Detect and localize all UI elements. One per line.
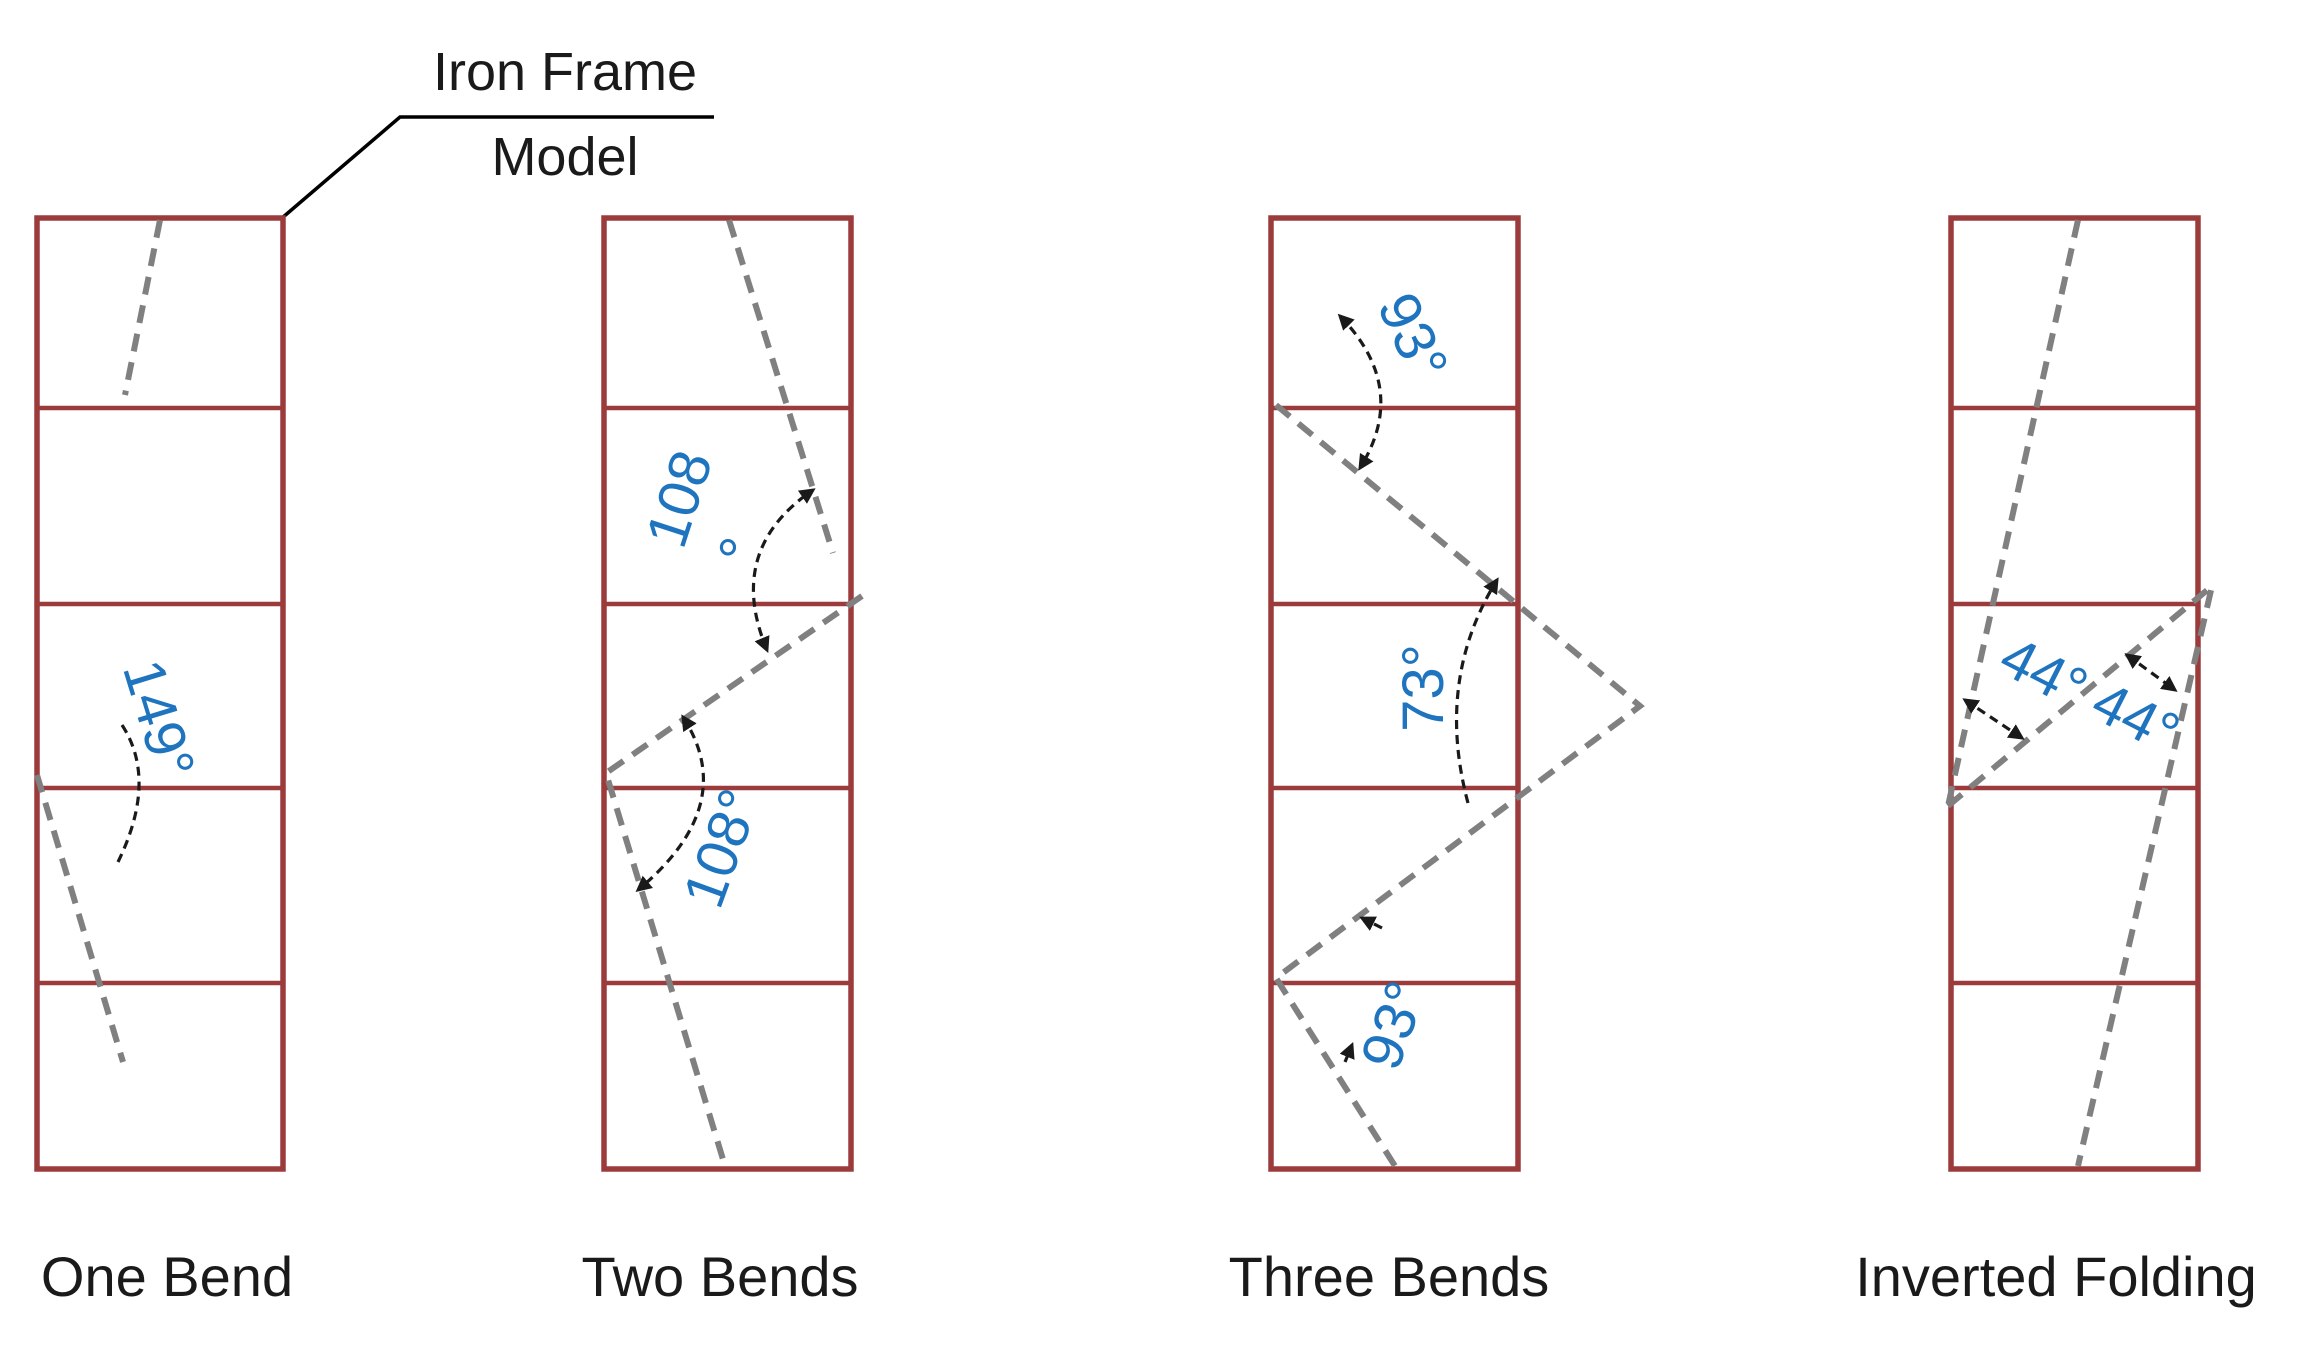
angle-label: 108 <box>634 443 726 555</box>
angle-label: 93° <box>1348 973 1439 1078</box>
panel-three-bends: 93° 73° 93° Three Bends <box>1229 215 1645 1308</box>
fold-line <box>1946 577 2217 1167</box>
fold-line <box>726 219 836 554</box>
angle-arc <box>1337 313 1383 471</box>
angle-arc <box>635 714 705 893</box>
angle-label: 93° <box>1365 283 1461 390</box>
angle-label: 108° <box>671 781 773 916</box>
fold-line <box>34 774 126 1063</box>
angle-label: 149° <box>110 652 207 786</box>
angle-label: ° <box>716 528 739 593</box>
angle-label: 73° <box>1391 644 1456 732</box>
panel-one-bend: 149° One Bend <box>34 215 293 1308</box>
iron-frame <box>1268 215 1521 1172</box>
angle-arc <box>116 724 141 863</box>
iron-frame <box>34 215 286 1172</box>
angle-arc <box>751 488 816 653</box>
fold-line <box>1271 402 1645 1168</box>
angle-arc <box>1455 577 1499 804</box>
angle-arc <box>1359 916 1383 931</box>
panel-two-bends: 108 ° 108° Two Bends <box>581 215 864 1308</box>
angle-arc <box>1339 1042 1355 1063</box>
iron-frame <box>1948 215 2201 1172</box>
angle-arc <box>1962 698 2025 740</box>
panel-caption: Three Bends <box>1229 1245 1550 1308</box>
callout-leader-line <box>280 115 714 220</box>
callout-label-line2: Model <box>491 127 638 187</box>
fold-line <box>122 219 163 396</box>
panel-inverted-folding: 44° 44° Inverted Folding <box>1855 215 2257 1308</box>
angle-label: 44° <box>2082 669 2190 767</box>
iron-frame-callout: Iron Frame Model <box>280 42 714 220</box>
angle-label: 44° <box>1990 624 2098 722</box>
fold-line <box>1945 219 2081 807</box>
panel-caption: One Bend <box>41 1245 293 1308</box>
callout-label-line1: Iron Frame <box>433 42 697 102</box>
panel-caption: Inverted Folding <box>1855 1245 2257 1308</box>
fold-line <box>602 593 864 1167</box>
angle-arc <box>2124 653 2178 692</box>
panel-caption: Two Bends <box>581 1245 858 1308</box>
iron-frame <box>601 215 854 1172</box>
